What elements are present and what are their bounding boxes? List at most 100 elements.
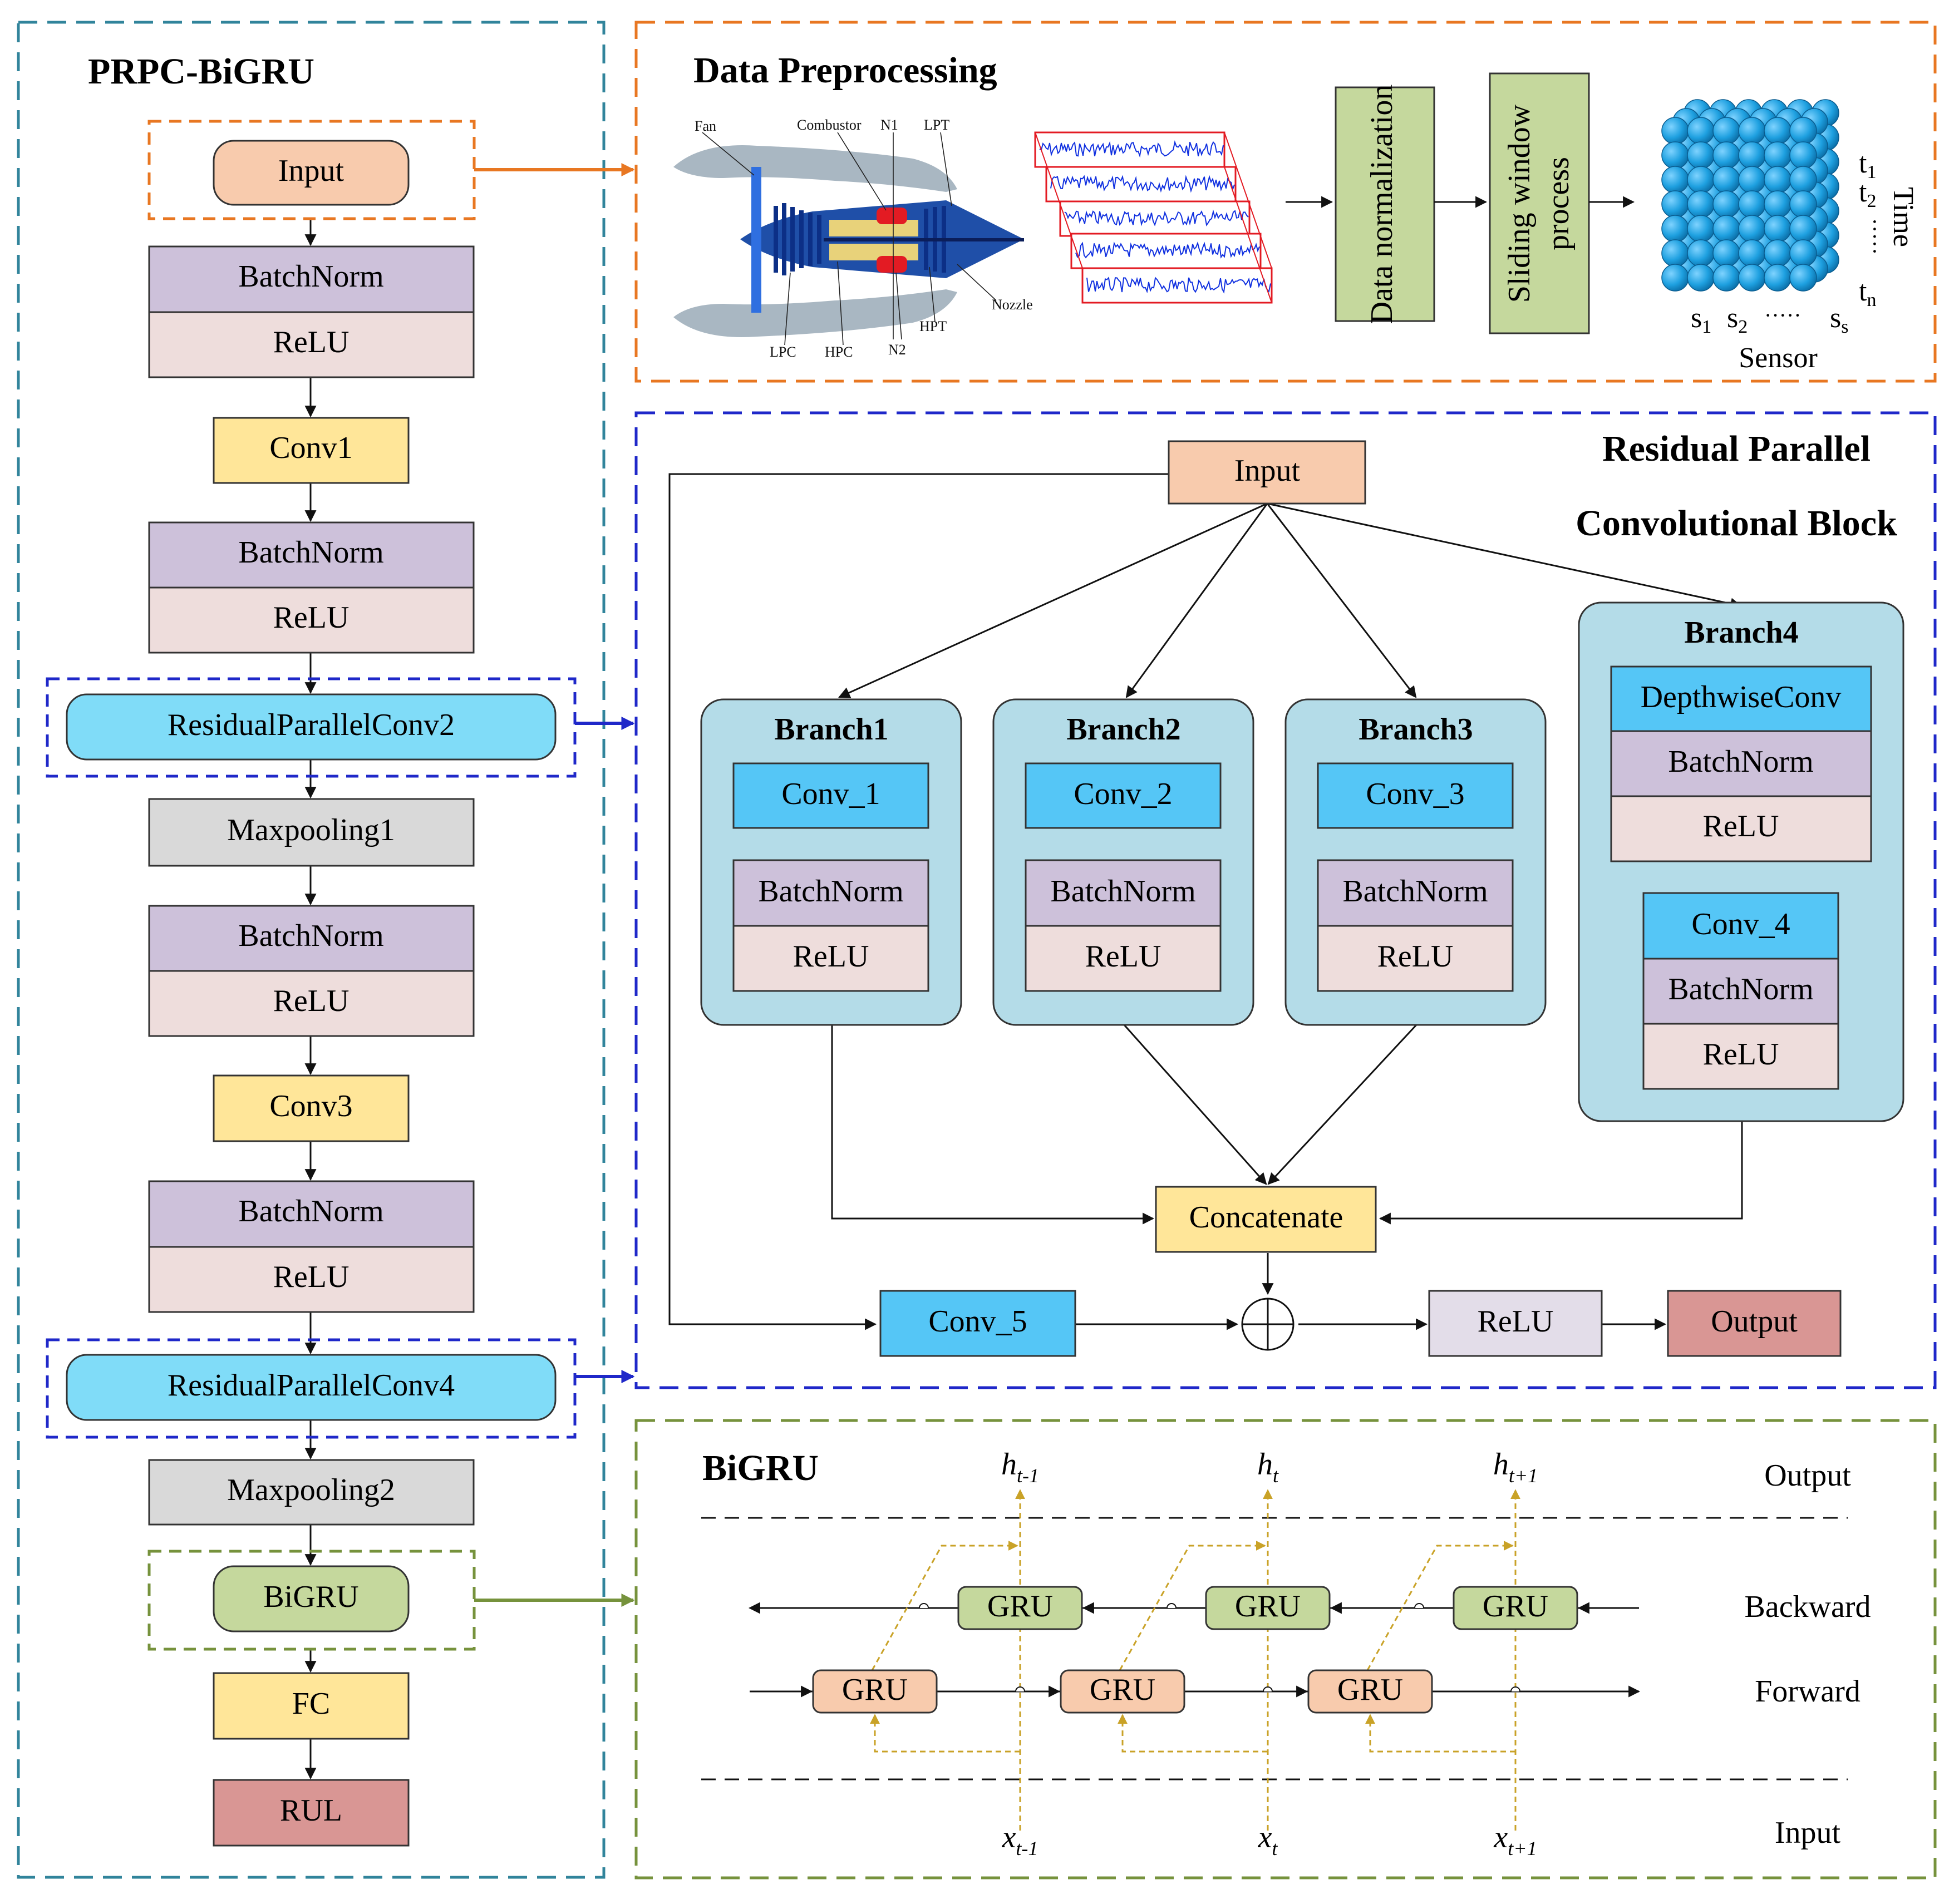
tensor-cell <box>1712 239 1740 267</box>
branch4-conv-block <box>1642 892 1839 960</box>
bigru-row-label-output: Output <box>1764 1458 1851 1493</box>
sensor-tick-2: s2 <box>1727 302 1748 337</box>
sliding-window-label-2: process <box>1541 157 1576 250</box>
engine-label-combustor: Combustor <box>797 117 862 133</box>
rpc-output-label: Output <box>1711 1304 1798 1339</box>
sliding-window-block <box>1489 72 1590 334</box>
branch2-relu-block <box>1025 925 1222 992</box>
tensor-cell <box>1712 166 1740 194</box>
batchnorm-label-3: BatchNorm <box>238 919 383 953</box>
tensor-cell <box>1738 215 1766 243</box>
signal-sheet-5 <box>1081 267 1273 304</box>
tensor-cell <box>1764 190 1791 218</box>
conv3-block <box>213 1074 410 1142</box>
forward-gru-cell-3 <box>1307 1669 1433 1714</box>
engine-labels: Fan Combustor N1 LPT Nozzle HPT LPC HPC … <box>695 117 1033 360</box>
branch1-conv-label: Conv_1 <box>781 777 880 811</box>
rpc4-highlight-box <box>46 1338 577 1439</box>
tensor-cell <box>1661 166 1689 194</box>
tensor-cell <box>1738 117 1766 145</box>
branch1-conv-block <box>732 762 929 829</box>
branch4-relu-block-1 <box>1610 795 1872 862</box>
forward-gru-label-2: GRU <box>1090 1673 1155 1707</box>
relu-label-1: ReLU <box>273 325 350 359</box>
tensor-cell <box>1661 264 1689 292</box>
input-to-forward-path-2 <box>1118 1714 1268 1753</box>
branch4-relu-label-1: ReLU <box>1703 809 1779 844</box>
tensor-cell <box>1764 264 1791 292</box>
output-label-2: ht <box>1257 1447 1279 1487</box>
relu-block-2 <box>148 586 475 654</box>
maxpool2-block <box>148 1459 475 1526</box>
relu-block-3 <box>148 970 475 1037</box>
tensor-cell <box>1661 117 1689 145</box>
rul-block <box>213 1779 410 1847</box>
input-block <box>213 140 410 206</box>
branch4-batchnorm-block-1 <box>1610 730 1872 797</box>
branch3-relu-label: ReLU <box>1377 939 1454 974</box>
sensor-axis-label: Sensor <box>1739 342 1818 374</box>
line-crossing-hop <box>1015 1686 1025 1692</box>
rpc-title-line1: Residual Parallel <box>1602 428 1871 469</box>
sensor-signal-stack <box>1034 131 1273 304</box>
tensor-cell <box>1687 141 1715 169</box>
tensor-cell <box>1712 264 1740 292</box>
rpc-relu-block <box>1428 1290 1603 1357</box>
sensor-tick-1: s1 <box>1691 302 1711 337</box>
branch3-conv-label: Conv_3 <box>1366 777 1464 811</box>
tensor-cell <box>1687 239 1715 267</box>
line-crossing-hop <box>1414 1603 1424 1609</box>
tensor-cell <box>1738 264 1766 292</box>
forward-to-output-path-2 <box>1119 1541 1266 1671</box>
branch3-batchnorm-block <box>1317 859 1514 927</box>
tensor-cell <box>1764 117 1791 145</box>
bigru-panel-frame <box>634 1419 1937 1880</box>
relu-label-4: ReLU <box>273 1260 350 1294</box>
tensor-cell <box>1712 215 1740 243</box>
bigru-block <box>213 1565 410 1632</box>
input-label-1: xt-1 <box>1002 1820 1038 1859</box>
branch3-relu-block <box>1317 925 1514 992</box>
tensor-cell <box>1764 215 1791 243</box>
bigru-row-label-input: Input <box>1775 1816 1841 1850</box>
engine-label-hpc: HPC <box>825 344 853 360</box>
branch4-batchnorm-block-2 <box>1642 958 1839 1025</box>
rpc-title-line2: Convolutional Block <box>1576 503 1897 544</box>
main-panel-title: PRPC-BiGRU <box>88 51 314 92</box>
rpc-output-block <box>1667 1290 1842 1357</box>
tensor-cell <box>1789 141 1817 169</box>
branch1-relu-block <box>732 925 929 992</box>
sum-node <box>1241 1298 1295 1351</box>
conv1-label: Conv1 <box>269 431 352 465</box>
tensor-cell <box>1661 215 1689 243</box>
branch2-batchnorm-label: BatchNorm <box>1050 874 1195 909</box>
signal-sheet-1 <box>1034 131 1225 168</box>
tensor-cell <box>1738 141 1766 169</box>
tensor-cell <box>1687 215 1715 243</box>
maxpool2-label: Maxpooling2 <box>227 1473 395 1507</box>
bigru-highlight-box <box>147 1550 476 1651</box>
relu-block-4 <box>148 1246 475 1313</box>
backward-gru-label-3: GRU <box>1483 1589 1548 1624</box>
tensor-cell <box>1661 141 1689 169</box>
input-label-3: xt+1 <box>1493 1820 1537 1859</box>
rpc-panel-frame <box>634 411 1937 1389</box>
rpc-input-block <box>1168 440 1366 505</box>
conv5-label: Conv_5 <box>928 1304 1027 1339</box>
time-tick-2: t2 <box>1859 176 1876 211</box>
input-label: Input <box>278 154 344 188</box>
branch3-title: Branch3 <box>1359 712 1473 747</box>
branch4-batchnorm-label-1: BatchNorm <box>1668 744 1813 779</box>
time-axis-label: Time <box>1887 187 1919 247</box>
maxpool1-label: Maxpooling1 <box>227 813 395 847</box>
forward-gru-cell-2 <box>1060 1669 1185 1714</box>
relu-label-3: ReLU <box>273 984 350 1018</box>
tensor-cell <box>1789 166 1817 194</box>
signal-sheet-2 <box>1045 166 1237 203</box>
engine-label-fan: Fan <box>695 118 716 134</box>
tensor-cell <box>1661 239 1689 267</box>
tensor-cell <box>1789 239 1817 267</box>
line-crossing-hop <box>1510 1686 1520 1692</box>
data-normalization-label: Data normalization <box>1365 85 1399 324</box>
rpc2-highlight-box <box>46 677 577 778</box>
